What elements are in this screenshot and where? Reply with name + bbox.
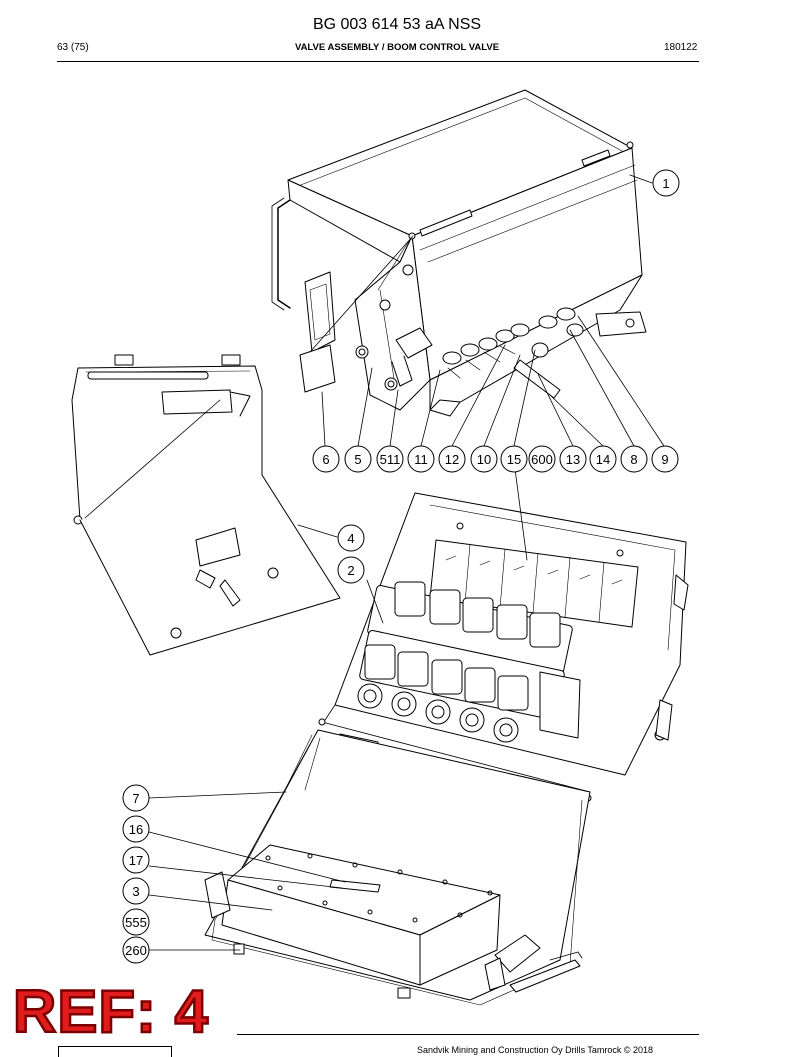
svg-text:12: 12	[445, 452, 459, 467]
svg-text:260: 260	[125, 943, 147, 958]
ref-logo-bar	[58, 1046, 172, 1057]
svg-text:15: 15	[507, 452, 521, 467]
svg-text:3: 3	[132, 884, 139, 899]
footer-copyright: Sandvik Mining and Construction Oy Drill…	[417, 1045, 654, 1055]
svg-text:9: 9	[661, 452, 668, 467]
callout-1: 1	[652, 169, 680, 197]
document-date: 180122	[664, 42, 698, 53]
closed-valve-box	[271, 89, 647, 417]
svg-text:4: 4	[347, 531, 354, 546]
svg-text:6: 6	[322, 452, 329, 467]
callout-column-left: 7 16 17 3 555 260	[122, 784, 150, 964]
callout-4: 4	[337, 524, 365, 552]
header-rule	[57, 61, 699, 62]
callout-row-top: 6 5 511 11 12 10 15 600 13 14 8 9	[312, 445, 679, 473]
svg-text:600: 600	[531, 452, 553, 467]
separate-lid	[71, 354, 341, 656]
svg-text:555: 555	[125, 915, 147, 930]
footer-rule	[237, 1034, 699, 1035]
svg-text:8: 8	[630, 452, 637, 467]
callout-2: 2	[337, 556, 365, 584]
section-title: VALVE ASSEMBLY / BOOM CONTROL VALVE	[294, 42, 500, 53]
document-title: BG 003 614 53 aA NSS	[312, 16, 482, 33]
svg-text:10: 10	[477, 452, 491, 467]
leaders-top	[309, 174, 665, 447]
svg-text:13: 13	[566, 452, 580, 467]
svg-text:14: 14	[596, 452, 610, 467]
svg-text:7: 7	[132, 791, 139, 806]
open-lid	[148, 729, 591, 1006]
svg-text:1: 1	[662, 176, 669, 191]
svg-text:16: 16	[129, 822, 143, 837]
svg-text:17: 17	[129, 853, 143, 868]
svg-text:11: 11	[414, 452, 428, 467]
svg-text:5: 5	[354, 452, 361, 467]
ref-label: REF: 4	[12, 978, 210, 1045]
page-number: 63 (75)	[57, 42, 89, 53]
svg-text:511: 511	[380, 452, 401, 467]
svg-text:2: 2	[347, 563, 354, 578]
